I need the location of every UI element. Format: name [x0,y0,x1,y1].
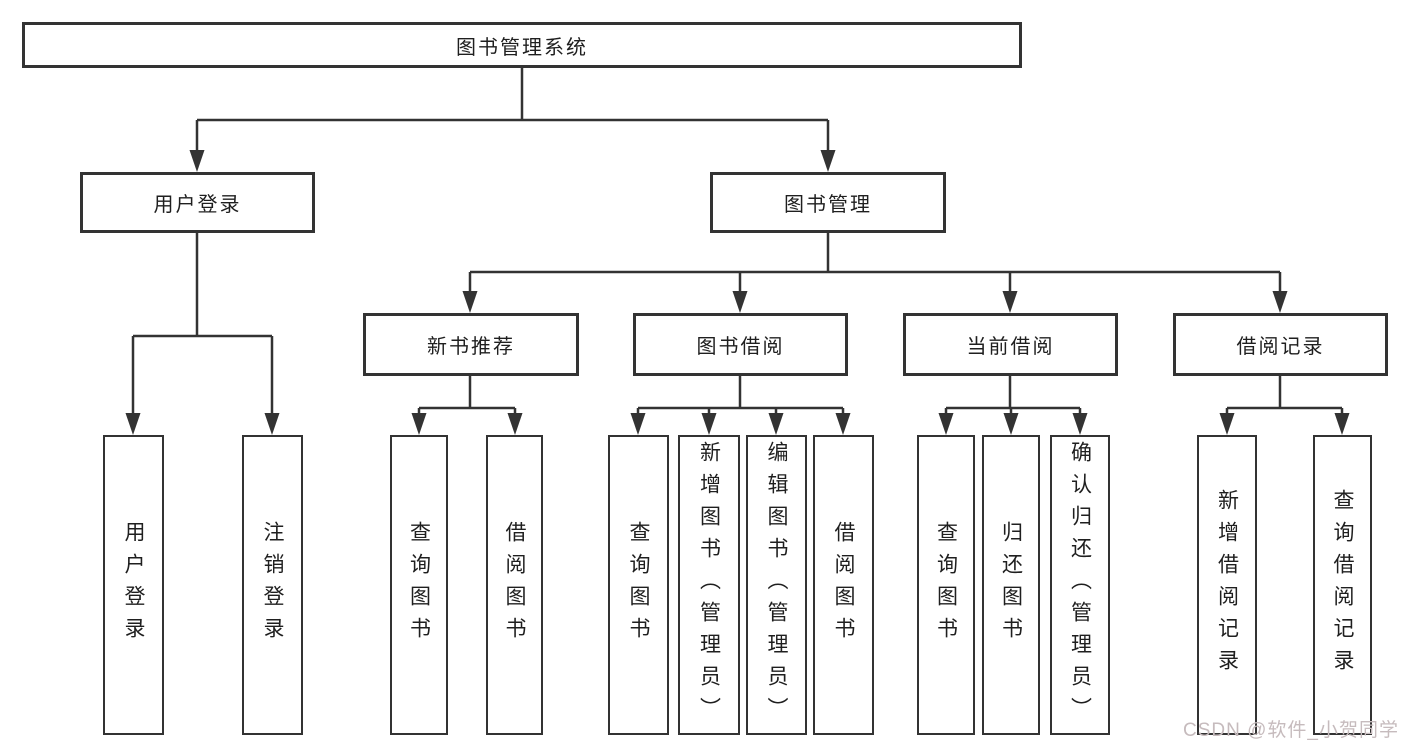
node-book-borrowing: 图书借阅 [633,313,848,376]
node-label: 用户登录 [153,194,242,216]
leaf-return-books: 归还图书 [982,435,1040,735]
arrow-down-icon [1272,291,1288,313]
node-label: 查询图书 [407,521,431,649]
node-label: 查询图书 [627,521,650,649]
leaf-confirm-return-admin: 确认归还（管理员） [1050,435,1110,735]
node-label: 图书管理 [784,194,872,216]
arrow-down-icon [835,413,851,435]
node-user-login-branch: 用户登录 [80,172,315,233]
node-label: 借阅图书 [832,521,855,649]
arrow-down-icon [768,413,784,435]
leaf-user-login: 用户登录 [103,435,164,735]
arrow-down-icon [1002,291,1018,313]
arrow-down-icon [732,291,748,313]
arrow-down-icon [507,413,523,435]
leaf-query-books-current: 查询图书 [917,435,975,735]
arrow-down-icon [1334,413,1350,435]
connector-paths [131,68,1344,413]
arrow-down-icon [820,150,836,172]
leaf-borrow-books-recommend: 借阅图书 [486,435,543,735]
node-book-management-branch: 图书管理 [710,172,946,233]
arrow-down-icon [462,291,478,313]
node-label: 新增借阅记录 [1215,489,1239,681]
arrow-down-icon [1003,413,1019,435]
arrow-down-icon [125,413,141,435]
leaf-query-borrow-record: 查询借阅记录 [1313,435,1372,735]
leaf-query-books-recommend: 查询图书 [390,435,448,735]
node-label: 借阅图书 [503,521,526,649]
arrow-down-icon [264,413,280,435]
node-label: 新书推荐 [427,336,515,358]
arrow-down-icon [1219,413,1235,435]
node-current-borrowing: 当前借阅 [903,313,1118,376]
node-label: 用户登录 [122,521,145,649]
node-label: 确认归还（管理员） [1068,441,1092,729]
node-borrowing-records: 借阅记录 [1173,313,1388,376]
node-label: 编辑图书（管理员） [765,441,788,729]
arrow-down-icon [1072,413,1088,435]
node-label: 新增图书（管理员） [697,441,721,729]
node-label: 图书管理系统 [456,36,588,59]
node-new-book-recommend: 新书推荐 [363,313,579,376]
leaf-add-borrow-record: 新增借阅记录 [1197,435,1257,735]
leaf-add-books-admin: 新增图书（管理员） [678,435,740,735]
arrow-down-icon [938,413,954,435]
node-label: 当前借阅 [966,336,1055,358]
node-label: 注销登录 [261,521,284,649]
node-label: 借阅记录 [1236,336,1325,358]
arrow-down-icon [411,413,427,435]
node-label: 归还图书 [999,521,1023,649]
arrow-down-icon [701,413,717,435]
node-label: 查询图书 [934,521,958,649]
arrow-down-icon [189,150,205,172]
node-library-management-system: 图书管理系统 [22,22,1022,68]
leaf-edit-books-admin: 编辑图书（管理员） [746,435,807,735]
leaf-borrow-books-borrowing: 借阅图书 [813,435,874,735]
node-label: 图书借阅 [696,336,785,358]
node-label: 查询借阅记录 [1331,489,1354,681]
leaf-logout-login: 注销登录 [242,435,303,735]
csdn-watermark: CSDN @软件_小贺同学 [1183,720,1399,741]
arrow-down-icon [630,413,646,435]
arrowhead-icons [125,150,1350,435]
leaf-query-books-borrowing: 查询图书 [608,435,669,735]
